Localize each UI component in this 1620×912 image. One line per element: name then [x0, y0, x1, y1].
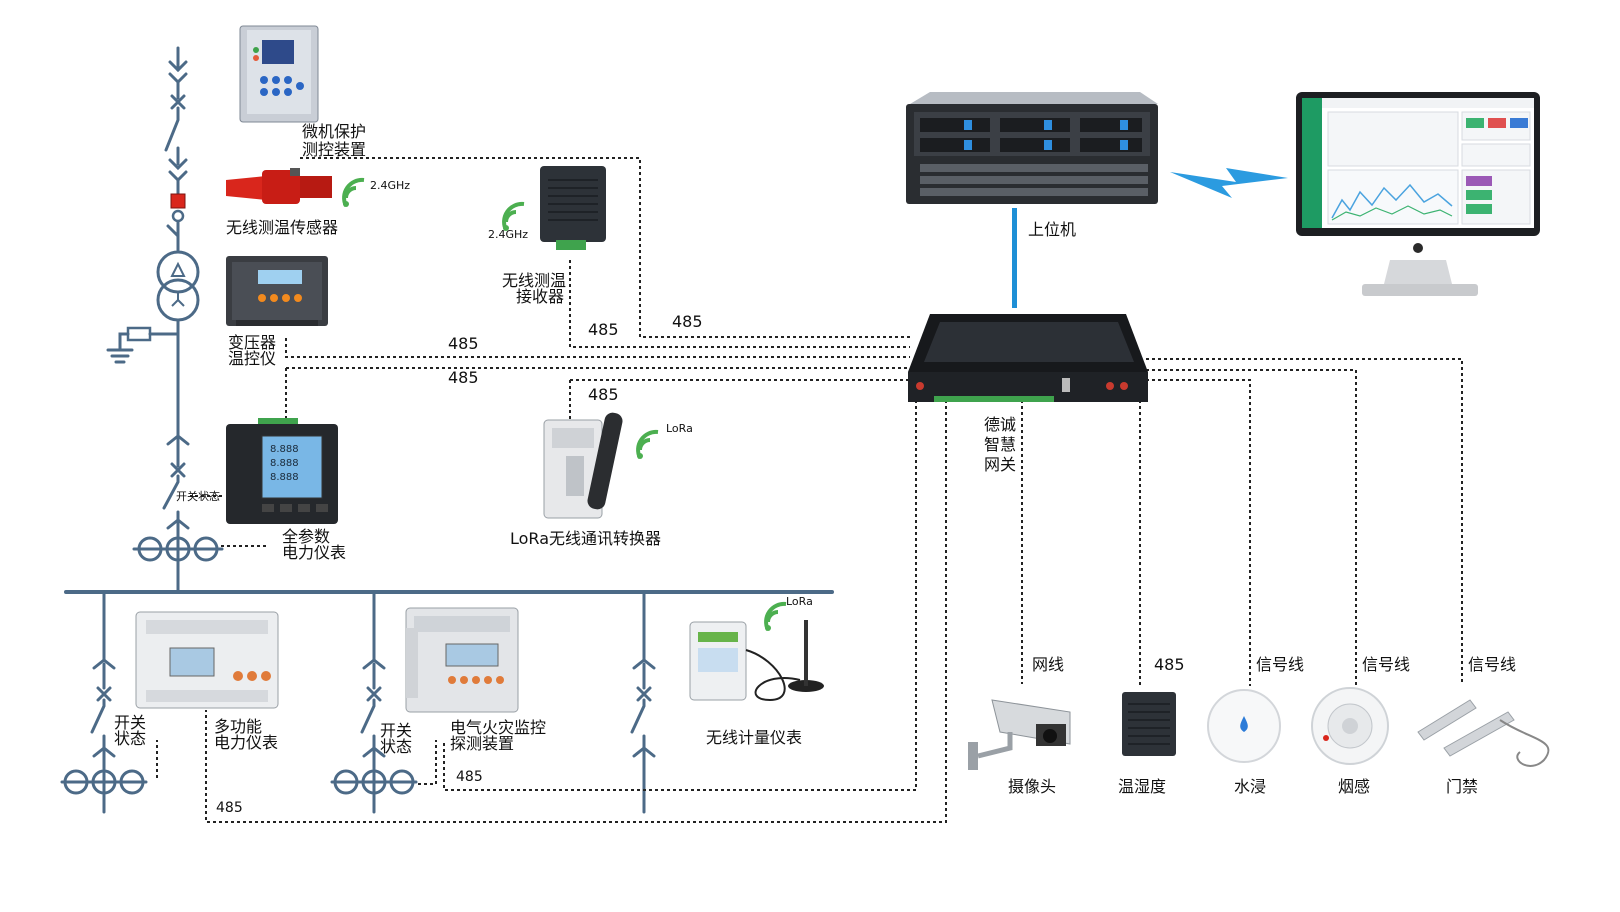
electrical-fire-monitor [405, 607, 519, 713]
gateway-label-line3: 网关 [984, 455, 1016, 474]
wifi-icon [342, 177, 365, 207]
single-line-diagram [60, 46, 834, 814]
relay-protection-device [239, 25, 319, 123]
full-meter-line2: 电力仪表 [282, 543, 346, 562]
gateway-label-line2: 智慧 [984, 435, 1016, 454]
temp-humidity-sensor-icon [1122, 692, 1176, 756]
temp-humidity-label: 温湿度 [1118, 777, 1166, 796]
multi-function-meter [135, 611, 279, 709]
communication-lines [156, 157, 1463, 823]
multi-meter-line2: 电力仪表 [214, 733, 278, 752]
bus-label-485: 485 [216, 800, 243, 816]
svg-text:8.888: 8.888 [270, 472, 299, 483]
lightning-icon [1170, 168, 1288, 198]
camera-label: 摄像头 [1008, 777, 1056, 796]
wireless-meter-label: 无线计量仪表 [706, 728, 802, 747]
fire-monitor-line2: 探测装置 [450, 734, 514, 753]
fire-monitor-line1: 电气火灾监控 [450, 718, 546, 737]
switch-state-label-line1: 开关 [114, 713, 146, 732]
relay-label-line2: 测控装置 [302, 140, 366, 159]
smart-gateway [908, 314, 1148, 402]
water-leak-sensor-icon [1207, 689, 1281, 763]
camera-icon [968, 699, 1071, 770]
line-type-label: 信号线 [1362, 655, 1410, 674]
bus-label-485: 485 [448, 334, 479, 353]
freq-label: 2.4GHz [488, 228, 528, 241]
wifi-icon [764, 601, 787, 631]
full-parameter-meter: 8.888 8.888 8.888 [226, 418, 338, 524]
switch-state-label: 开关状态 [176, 489, 220, 503]
wireless-temp-receiver [540, 166, 606, 250]
door-label: 门禁 [1446, 777, 1478, 796]
line-type-label: 网线 [1032, 655, 1064, 674]
wifi-icon [502, 201, 525, 231]
smoke-label: 烟感 [1338, 777, 1370, 796]
network-link [1012, 208, 1017, 308]
transformer-ctrl-line1: 变压器 [228, 333, 276, 352]
wireless-sensor-label: 无线测温传感器 [226, 218, 338, 237]
line-type-label: 信号线 [1468, 655, 1516, 674]
fuse-icon [170, 193, 186, 209]
freq-label: 2.4GHz [370, 179, 410, 192]
switch-state-label-line2: 状态 [380, 737, 412, 756]
door-sensor-icon [1417, 699, 1550, 767]
lora-label: LoRa [666, 422, 693, 435]
relay-label-line1: 微机保护 [302, 122, 366, 141]
svg-text:8.888: 8.888 [270, 458, 299, 469]
wireless-metering-meter [689, 620, 824, 702]
lora-label: LoRa [786, 595, 813, 608]
svg-text:8.888: 8.888 [270, 444, 299, 455]
multi-meter-line1: 多功能 [214, 717, 262, 736]
switch-state-label-line2: 状态 [114, 729, 146, 748]
gateway-label-line1: 德诚 [984, 415, 1016, 434]
wireless-temp-sensor [226, 168, 332, 204]
switch-state-label-line1: 开关 [380, 721, 412, 740]
receiver-label-line2: 接收器 [516, 287, 564, 306]
host-label: 上位机 [1028, 220, 1076, 239]
transformer-temp-controller [226, 256, 328, 326]
water-leak-label: 水浸 [1234, 777, 1266, 796]
line-type-label: 485 [1154, 655, 1185, 674]
smoke-detector-icon [1311, 687, 1389, 765]
bus-label-485: 485 [448, 368, 479, 387]
monitor [1296, 92, 1540, 296]
transformer-ctrl-line2: 温控仪 [228, 349, 276, 368]
lora-converter-label: LoRa无线通讯转换器 [510, 529, 661, 548]
wifi-icon [636, 429, 659, 459]
line-type-label: 信号线 [1256, 655, 1304, 674]
full-meter-line1: 全参数 [282, 527, 330, 546]
server-host [906, 92, 1158, 204]
ground-icon [106, 326, 180, 364]
bus-label-485: 485 [672, 312, 703, 331]
bus-label-485: 485 [588, 320, 619, 339]
bus-label-485: 485 [588, 385, 619, 404]
bus-label-485: 485 [456, 769, 483, 785]
receiver-label-line1: 无线测温 [502, 271, 566, 290]
lora-converter [543, 412, 623, 519]
